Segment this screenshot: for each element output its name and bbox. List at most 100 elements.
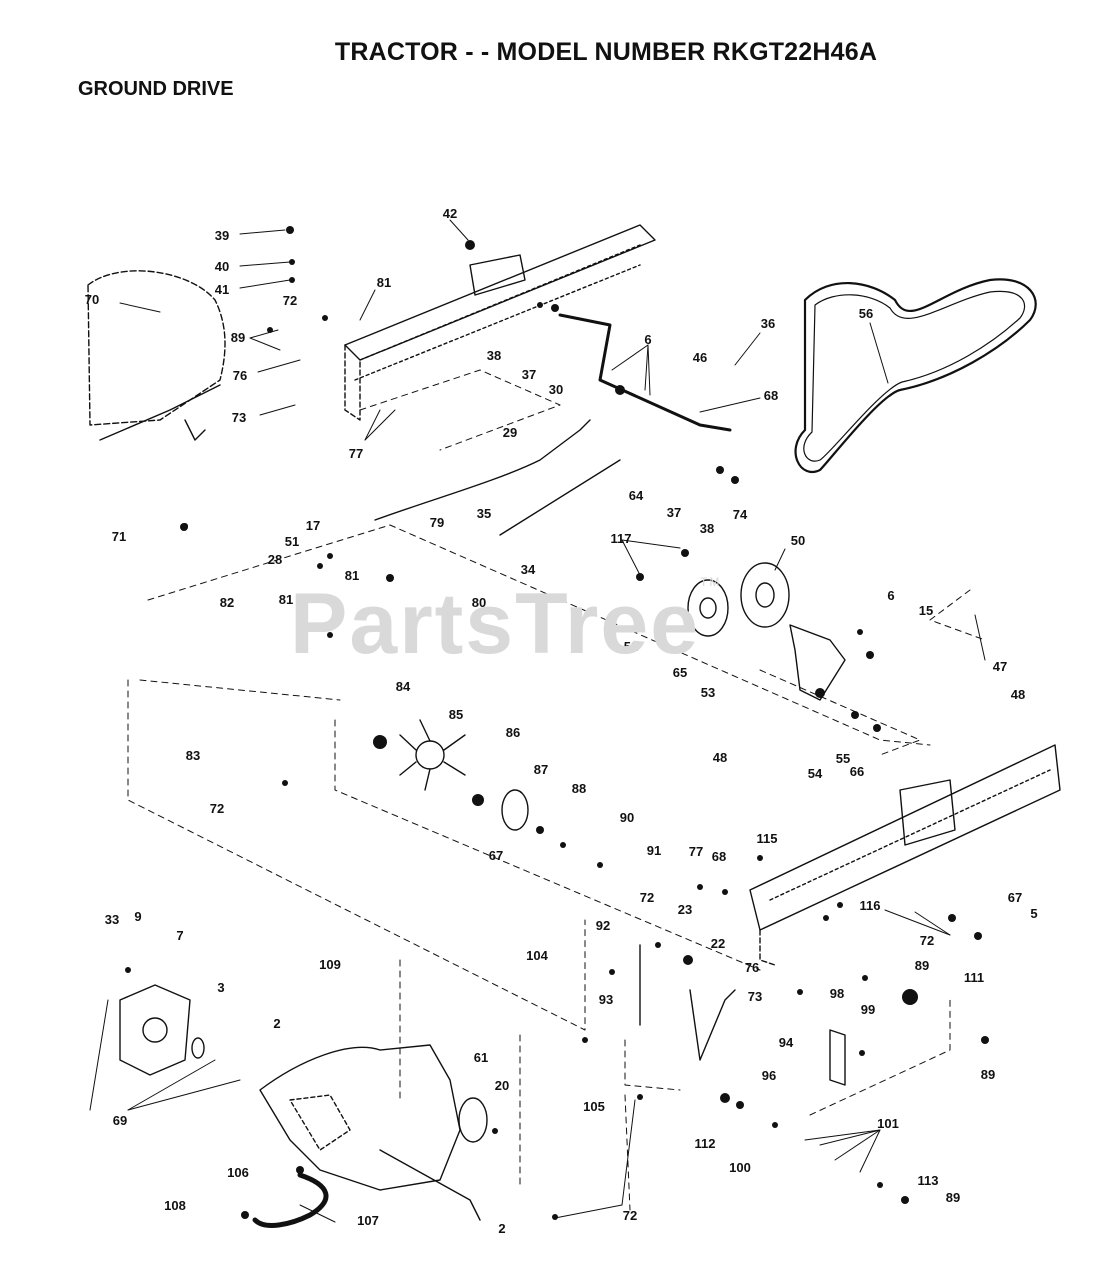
callout-76: 76: [233, 368, 247, 383]
callout-80: 80: [472, 595, 486, 610]
callout-38: 38: [487, 348, 501, 363]
callout-48: 48: [713, 750, 727, 765]
callout-3: 3: [217, 980, 224, 995]
callout-30: 30: [549, 382, 563, 397]
callout-72: 72: [640, 890, 654, 905]
hose: [252, 1172, 329, 1228]
callout-81: 81: [279, 592, 293, 607]
callout-74: 74: [733, 507, 748, 522]
callout-93: 93: [599, 992, 613, 1007]
callout-9: 9: [134, 909, 141, 924]
callout-67: 67: [489, 848, 503, 863]
callout-47: 47: [993, 659, 1007, 674]
callout-82: 82: [220, 595, 234, 610]
callout-90: 90: [620, 810, 634, 825]
callout-17: 17: [306, 518, 320, 533]
callout-64: 64: [629, 488, 644, 503]
callout-105: 105: [583, 1099, 605, 1114]
callout-112: 112: [695, 1136, 716, 1151]
callout-89: 89: [915, 958, 929, 973]
fender-body: [87, 270, 226, 441]
callout-92: 92: [596, 918, 610, 933]
frame-rail-top: [344, 224, 656, 421]
callout-15: 15: [919, 603, 933, 618]
callout-73: 73: [232, 410, 246, 425]
callout-41: 41: [215, 282, 229, 297]
callout-2: 2: [273, 1016, 280, 1031]
callout-33: 33: [105, 912, 119, 927]
callout-6: 6: [887, 588, 894, 603]
callout-68: 68: [764, 388, 778, 403]
callout-100: 100: [729, 1160, 751, 1175]
callout-91: 91: [647, 843, 661, 858]
callout-111: 111: [964, 970, 984, 985]
callout-7: 7: [176, 928, 183, 943]
callout-83: 83: [186, 748, 200, 763]
callout-22: 22: [711, 936, 725, 951]
callout-2: 2: [498, 1221, 505, 1236]
callout-89: 89: [231, 330, 245, 345]
callout-96: 96: [762, 1068, 776, 1083]
shift-rod: [374, 419, 591, 521]
transaxle: [259, 1044, 481, 1221]
callout-86: 86: [506, 725, 520, 740]
callout-94: 94: [779, 1035, 794, 1050]
callout-6: 6: [644, 332, 651, 347]
section-title: GROUND DRIVE: [78, 78, 234, 100]
callout-39: 39: [215, 228, 229, 243]
callout-87: 87: [534, 762, 548, 777]
callout-77: 77: [689, 844, 703, 859]
callout-20: 20: [495, 1078, 509, 1093]
callout-109: 109: [319, 957, 341, 972]
callout-37: 37: [522, 367, 536, 382]
callout-81: 81: [377, 275, 391, 290]
callout-77: 77: [349, 446, 363, 461]
callout-54: 54: [808, 766, 823, 781]
callout-51: 51: [285, 534, 299, 549]
callout-67: 67: [1008, 890, 1022, 905]
callout-116: 116: [860, 898, 881, 913]
callout-72: 72: [920, 933, 934, 948]
callout-65: 65: [673, 665, 687, 680]
callout-115: 115: [757, 831, 778, 846]
callout-71: 71: [112, 529, 126, 544]
callout-104: 104: [526, 948, 548, 963]
callout-108: 108: [164, 1198, 186, 1213]
callout-36: 36: [761, 316, 775, 331]
callout-66: 66: [850, 764, 864, 779]
callout-28: 28: [268, 552, 282, 567]
callout-52: 52: [624, 639, 638, 654]
callout-42: 42: [443, 206, 457, 221]
hub: [119, 984, 191, 1076]
callout-84: 84: [396, 679, 411, 694]
callout-50: 50: [791, 533, 805, 548]
fan: [399, 719, 466, 791]
callout-85: 85: [449, 707, 463, 722]
callout-56: 56: [859, 306, 873, 321]
callout-81: 81: [345, 568, 359, 583]
callout-37: 37: [667, 505, 681, 520]
callout-70: 70: [85, 292, 99, 307]
callout-53: 53: [701, 685, 715, 700]
callout-72: 72: [210, 801, 224, 816]
callout-55: 55: [836, 751, 850, 766]
callout-23: 23: [678, 902, 692, 917]
callout-101: 101: [877, 1116, 899, 1131]
callout-72: 72: [623, 1208, 637, 1223]
callout-99: 99: [861, 1002, 875, 1017]
callout-68: 68: [712, 849, 726, 864]
callout-69: 69: [113, 1113, 127, 1128]
callout-35: 35: [477, 506, 491, 521]
callout-113: 113: [918, 1173, 939, 1188]
callout-73: 73: [748, 989, 762, 1004]
callout-46: 46: [693, 350, 707, 365]
callout-34: 34: [521, 562, 536, 577]
callout-38: 38: [700, 521, 714, 536]
drive-belt: [794, 278, 1037, 473]
callout-88: 88: [572, 781, 586, 796]
callout-76: 76: [745, 960, 759, 975]
callout-48: 48: [1011, 687, 1025, 702]
callout-29: 29: [503, 425, 517, 440]
callout-72: 72: [283, 293, 297, 308]
